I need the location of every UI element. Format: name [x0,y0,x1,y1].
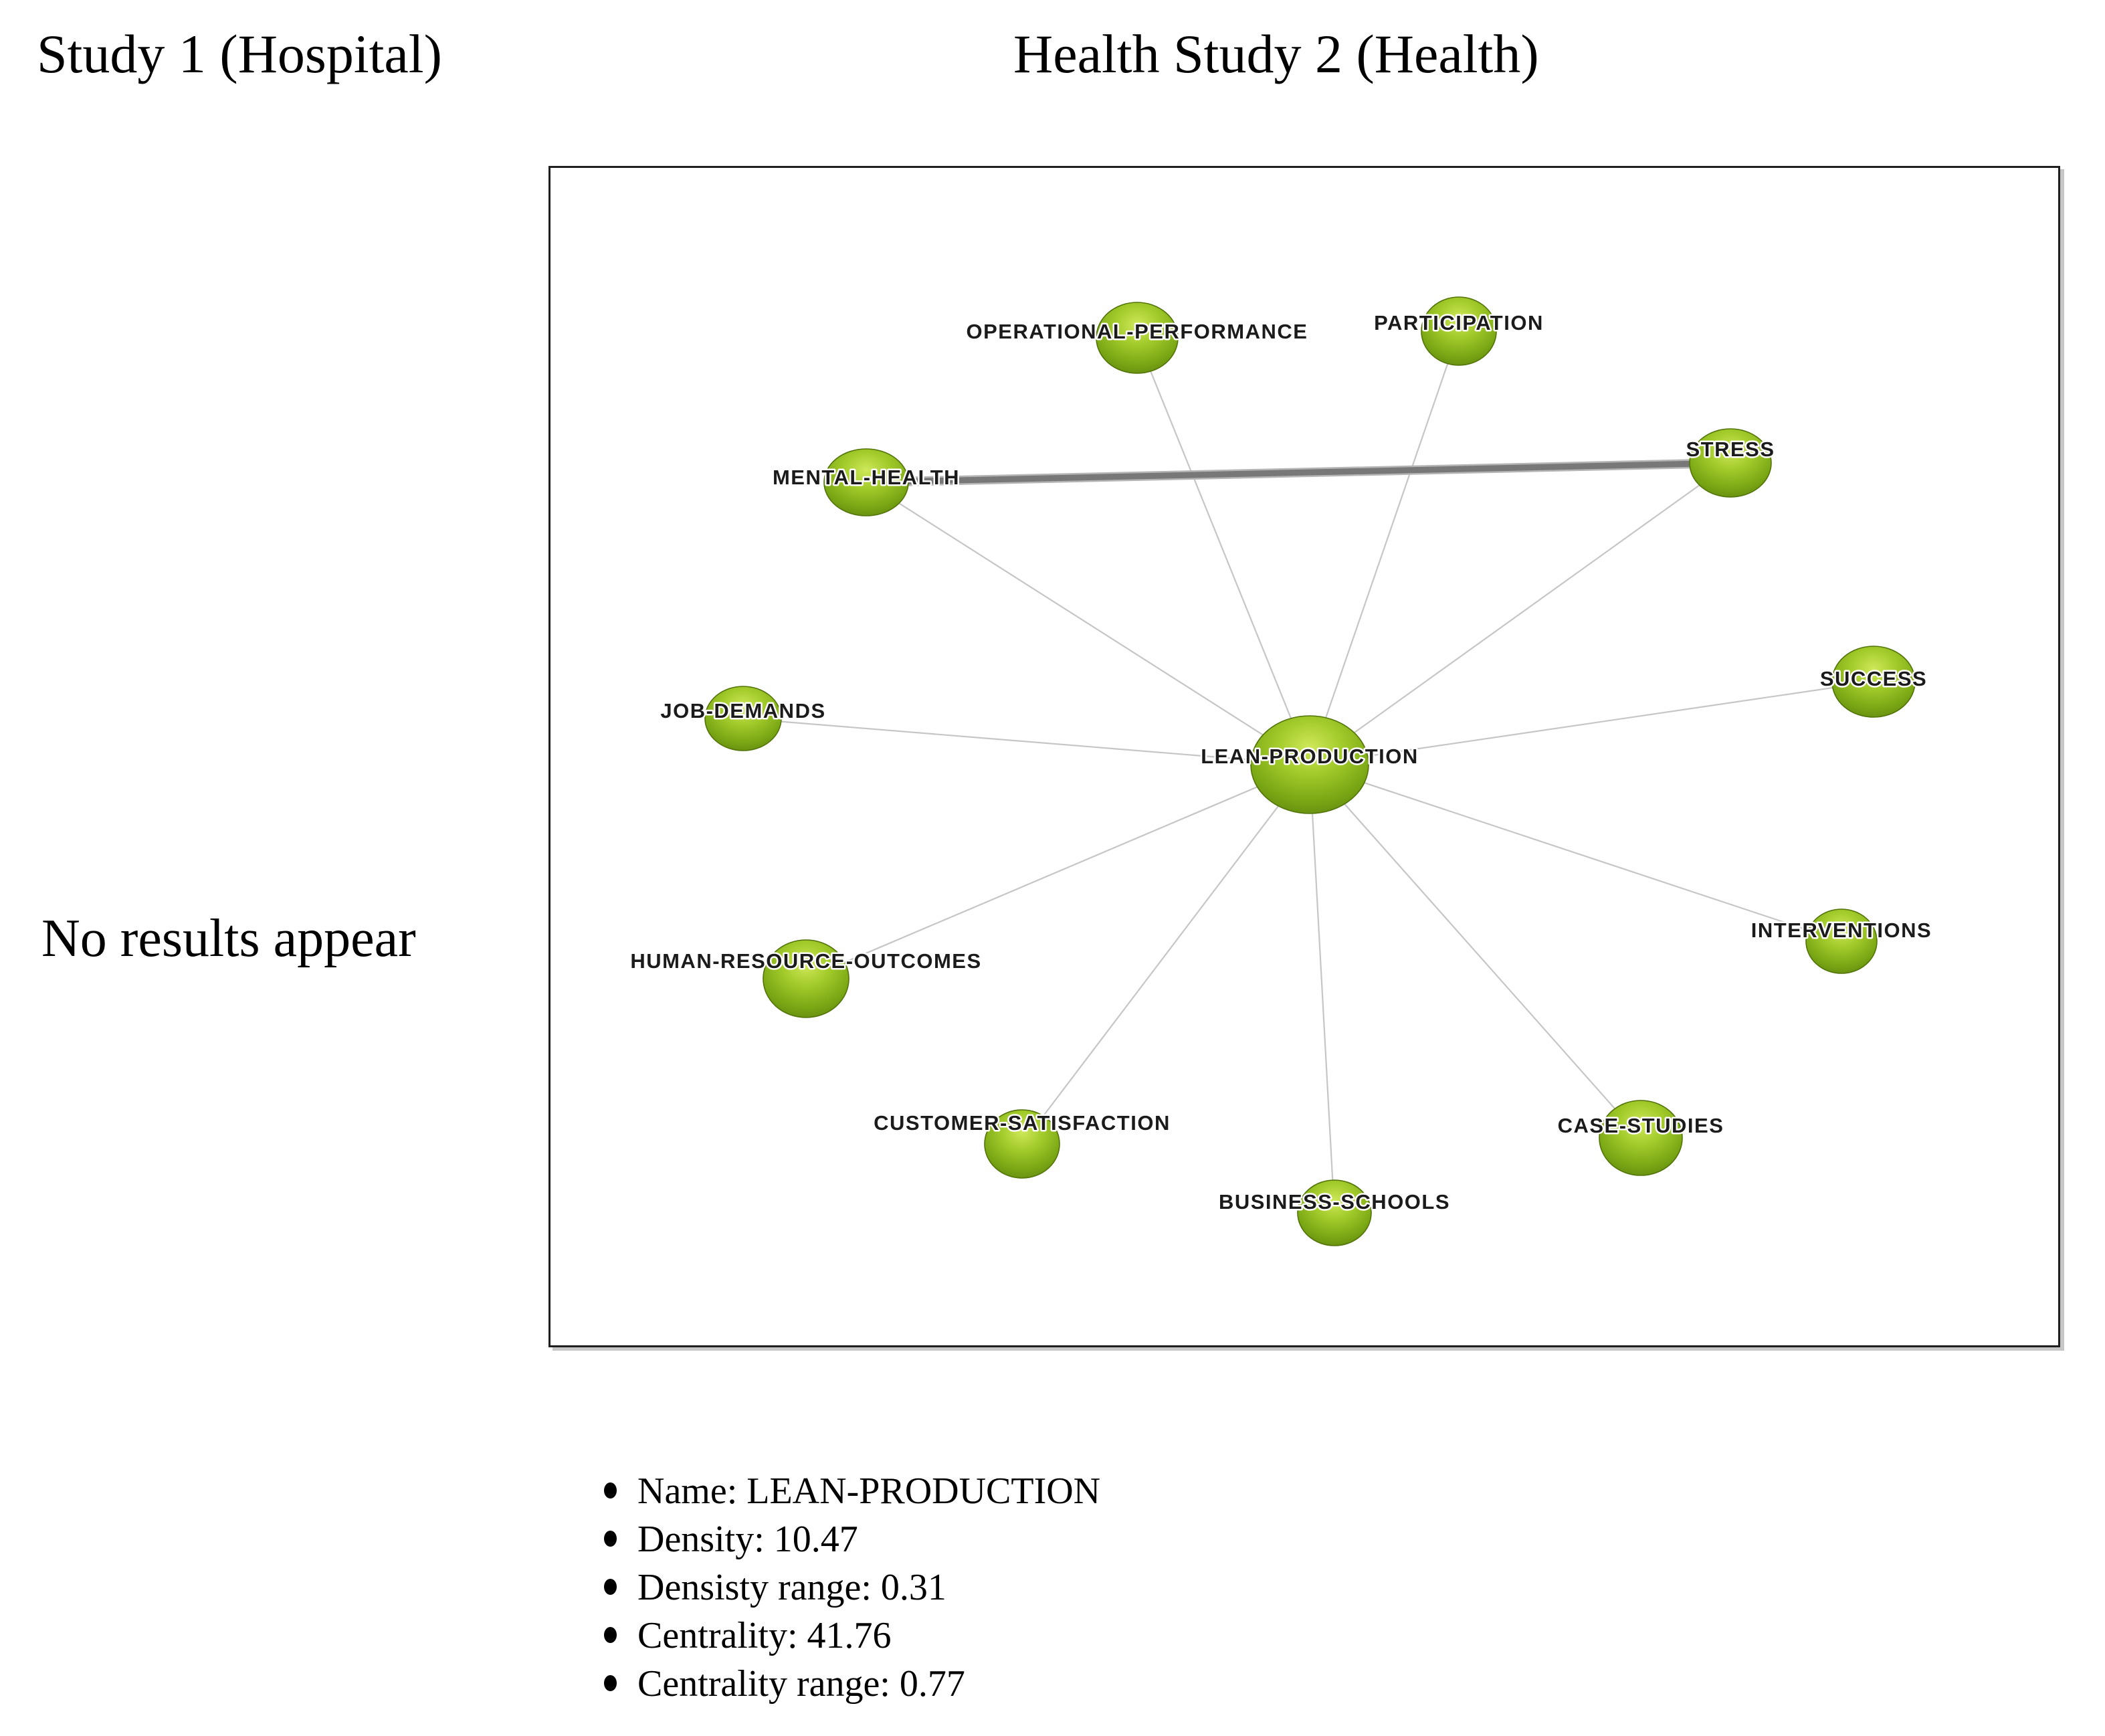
edge-lean-production-stress [1309,462,1731,765]
node-label-human-resource-outcomes: HUMAN-RESOURCE-OUTCOMES [630,949,981,973]
node-label-job-demands: JOB-DEMANDS [660,699,825,722]
node-customer-satisfaction [984,1109,1060,1179]
study1-no-results-text: No results appear [41,909,416,968]
edge-lean-production-human-resource-outcomes [805,763,1310,980]
edge-lean-production-business-schools [1308,764,1336,1214]
node-label-stress: STRESS [1686,438,1775,461]
edge-mental-health-stress [866,460,1731,486]
node-label-mental-health: MENTAL-HEALTH [773,466,960,489]
node-label-participation: PARTICIPATION [1374,311,1544,334]
edge-lean-production-interventions [1309,763,1842,943]
node-lean-production [1250,715,1369,814]
bullet-icon [604,1675,617,1691]
edge-lean-production-case-studies [1309,764,1641,1139]
study2-panel-title: Health Study 2 (Health) [1013,23,1539,84]
node-mental-health [823,448,909,516]
node-label-operational-performance: OPERATIONAL-PERFORMANCE [967,320,1308,343]
bullet-icon [604,1482,617,1499]
detail-item-text: Centrality range: 0.77 [637,1663,965,1705]
detail-item-text: Centrality: 41.76 [637,1615,892,1656]
edge-lean-production-participation [1308,330,1460,765]
node-label-case-studies: CASE-STUDIES [1558,1114,1724,1137]
concept-network-diagram: LEAN-PRODUCTION OPERATIONAL-PERFORMANCE PA… [629,296,1932,1246]
edge-lean-production-customer-satisfaction [1021,764,1310,1145]
detail-item-density: Density: 10.47 [604,1517,1100,1565]
detail-item-densisty-range: Densisty range: 0.31 [604,1565,1100,1614]
detail-item-centrality: Centrality: 41.76 [604,1614,1100,1662]
network-graph-box: LEAN-PRODUCTION OPERATIONAL-PERFORMANCE PA… [548,166,2060,1347]
node-human-resource-outcomes [763,939,849,1018]
edge-lean-production-job-demands [742,717,1310,766]
node-success [1831,646,1916,718]
node-label-interventions: INTERVENTIONS [1751,919,1932,942]
detail-item-centrality-range: Centrality range: 0.77 [604,1662,1100,1710]
node-label-lean-production: LEAN-PRODUCTION [1201,745,1419,768]
node-interventions [1805,908,1878,974]
detail-item-text: Density: 10.47 [637,1519,858,1560]
node-participation [1421,296,1497,366]
detail-item-text: Densisty range: 0.31 [637,1567,946,1608]
bullet-icon [604,1627,617,1643]
node-case-studies [1599,1100,1683,1176]
node-job-demands [704,686,782,751]
edge-lean-production-mental-health [866,482,1310,765]
edge-lean-production-operational-performance [1136,337,1311,765]
study1-panel-title: Study 1 (Hospital) [37,23,442,84]
node-operational-performance [1096,302,1179,374]
node-business-schools [1297,1179,1372,1246]
bullet-icon [604,1579,617,1595]
detail-item-name: Name: LEAN-PRODUCTION [604,1469,1100,1517]
node-label-business-schools: BUSINESS-SCHOOLS [1219,1190,1450,1214]
node-label-success: SUCCESS [1820,667,1927,690]
detail-item-text: Name: LEAN-PRODUCTION [637,1470,1101,1512]
node-label-customer-satisfaction: CUSTOMER-SATISFACTION [874,1111,1171,1135]
node-stress [1689,428,1772,498]
edge-lean-production-success [1309,680,1874,766]
bullet-icon [604,1531,617,1547]
